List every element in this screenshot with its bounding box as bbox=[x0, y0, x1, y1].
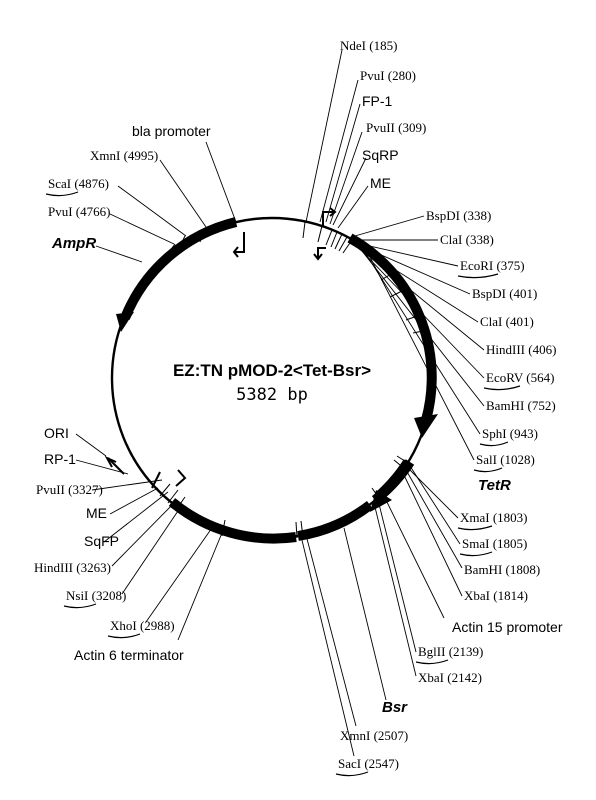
site-hindiii-3263: HindIII (3263) bbox=[34, 560, 111, 575]
tetr-arc bbox=[347, 233, 437, 422]
feature-actin15: Actin 15 promoter bbox=[452, 619, 563, 635]
site-clai-401: ClaI (401) bbox=[480, 314, 534, 329]
site-sphi: SphI (943) bbox=[482, 426, 538, 441]
feature-fp1: FP-1 bbox=[362, 93, 393, 109]
feature-bla-promoter: bla promoter bbox=[132, 123, 211, 139]
site-xhoi: XhoI (2988) bbox=[110, 618, 175, 633]
feature-ori: ORI bbox=[44, 425, 69, 441]
site-ecorv: EcoRV (564) bbox=[486, 370, 554, 385]
site-xmni-4995: XmnI (4995) bbox=[90, 148, 158, 163]
feature-me-left: ME bbox=[86, 505, 107, 521]
site-scai: ScaI (4876) bbox=[48, 176, 109, 191]
site-xbai-1814: XbaI (1814) bbox=[464, 588, 528, 603]
ampr-arc bbox=[120, 217, 238, 320]
gene-label-tetr: TetR bbox=[478, 477, 511, 494]
site-ecori: EcoRI (375) bbox=[460, 258, 525, 273]
plasmid-title: EZ:TN pMOD-2<Tet-Bsr> bbox=[173, 361, 371, 380]
primer-arrows bbox=[104, 207, 337, 489]
plasmid-size: 5382 bp bbox=[236, 385, 308, 405]
site-xmai: XmaI (1803) bbox=[460, 510, 528, 525]
site-bamhi-752: BamHI (752) bbox=[486, 398, 556, 413]
site-pvui-280: PvuI (280) bbox=[360, 68, 416, 83]
site-pvuii-309: PvuII (309) bbox=[366, 120, 426, 135]
leader-lines bbox=[75, 49, 485, 757]
ampr-arrowhead bbox=[116, 312, 134, 332]
site-saci: SacI (2547) bbox=[338, 756, 399, 771]
feature-rp1: RP-1 bbox=[44, 451, 76, 467]
underlines bbox=[45, 191, 521, 777]
site-bglii: BglII (2139) bbox=[418, 644, 483, 659]
site-bspdi-338: BspDI (338) bbox=[426, 208, 491, 223]
tetr-arrowhead bbox=[414, 414, 438, 438]
feature-me-top: ME bbox=[370, 175, 391, 191]
feature-sqrp: SqRP bbox=[362, 147, 399, 163]
site-nsii: NsiI (3208) bbox=[66, 588, 126, 603]
site-ndei: NdeI (185) bbox=[340, 38, 397, 53]
feature-sqfp: SqFP bbox=[84, 533, 119, 549]
site-sali: SalI (1028) bbox=[476, 452, 535, 467]
feature-actin6: Actin 6 terminator bbox=[74, 647, 184, 663]
site-hindiii-406: HindIII (406) bbox=[486, 342, 556, 357]
site-pvuii-3327: PvuII (3327) bbox=[36, 482, 103, 497]
site-clai-338: ClaI (338) bbox=[440, 232, 494, 247]
gene-label-bsr: Bsr bbox=[382, 699, 408, 716]
actin6-arc bbox=[168, 498, 297, 544]
bsr-cassette-arc bbox=[297, 500, 374, 541]
site-bamhi-1808: BamHI (1808) bbox=[464, 562, 540, 577]
site-xmni-2507: XmnI (2507) bbox=[340, 728, 408, 743]
site-pvui-4766: PvuI (4766) bbox=[48, 204, 110, 219]
site-xbai-2142: XbaI (2142) bbox=[418, 670, 482, 685]
site-smai: SmaI (1805) bbox=[462, 536, 527, 551]
gene-label-ampr: AmpR bbox=[51, 235, 96, 252]
site-bspdi-401: BspDI (401) bbox=[472, 286, 537, 301]
